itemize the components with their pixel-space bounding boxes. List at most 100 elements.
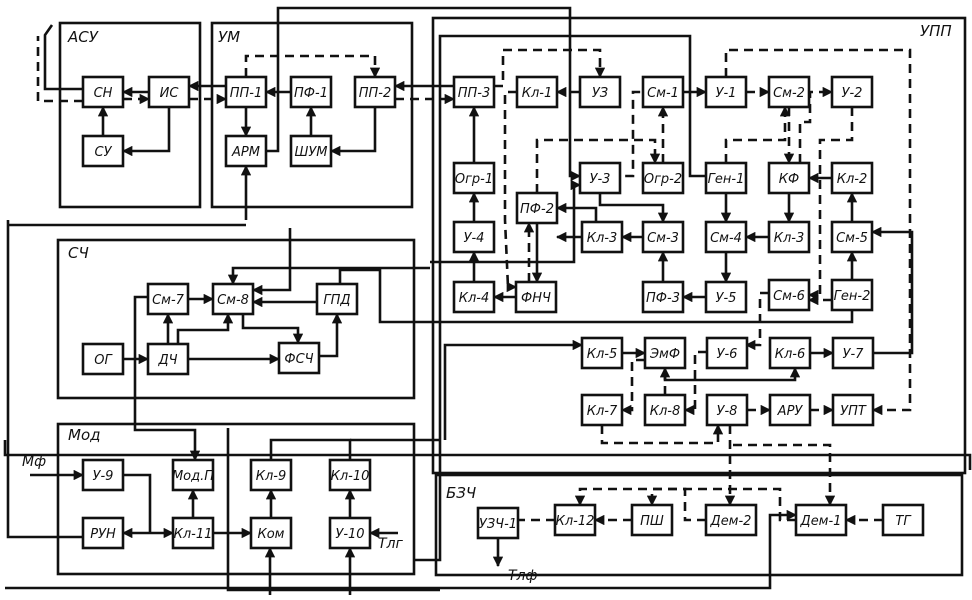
block-kl5: Кл-5 [580,336,624,370]
block-label-sn: СН [94,86,113,101]
block-label-u6: У-6 [717,347,738,362]
block-u10: У-10 [328,516,372,550]
block-label-gen2: Ген-2 [834,289,871,304]
block-kl1: Кл-1 [515,75,559,109]
dashed-connection-line [646,487,706,522]
block-label-sm1: См-1 [647,86,679,101]
dashed-connection-line [244,54,381,79]
signal-label-mf: Мф [22,454,46,470]
group-label-asu: АСУ [67,28,99,46]
block-label-fsch: ФСЧ [284,352,313,367]
block-pf1: ПФ-1 [289,75,333,109]
block-pp3: ПП-3 [452,75,496,109]
group-label-upp: УПП [920,22,952,40]
block-kl4: Кл-4 [452,280,496,314]
dashed-connection-line [494,48,606,88]
dashed-connection-line [574,487,796,522]
block-kl3a: Кл-3 [580,220,624,254]
block-label-sm8: См-8 [217,293,249,308]
group-sch [56,238,416,400]
block-label-u8: У-8 [717,404,738,419]
block-shum: ШУМ [289,134,333,168]
group-label-bzch: БЗЧ [446,484,476,502]
block-label-pf3: ПФ-3 [646,291,680,306]
block-label-sm4: См-4 [710,231,742,246]
dashed-connection-line [724,105,791,163]
block-label-kl3a: Кл-3 [587,231,618,246]
group-label-sch: СЧ [68,244,89,262]
group-mod [56,422,416,576]
block-label-kl6: Кл-6 [775,347,806,362]
block-u5: У-5 [704,280,748,314]
block-label-kl1: Кл-1 [522,86,553,101]
block-label-pp2: ПП-2 [359,86,392,101]
block-label-kl2: Кл-2 [837,172,868,187]
block-sm5: См-5 [830,220,874,254]
connection-line [430,179,582,264]
block-aru: АРУ [768,393,812,427]
block-label-gen1: Ген-1 [708,172,745,187]
block-uz: УЗ [578,75,622,109]
connection-line [319,312,343,358]
block-label-psh: ПШ [640,514,664,529]
dashed-connection-line [807,107,854,301]
block-label-pf2: ПФ-2 [520,202,554,217]
connection-line [6,220,83,539]
block-u2: У-2 [830,75,874,109]
block-dem2: Дем-2 [704,503,758,537]
block-label-pp3: ПП-3 [458,86,491,101]
block-label-arm: АРМ [231,145,260,160]
block-label-pf1: ПФ-1 [294,86,328,101]
connection-line [338,268,854,324]
block-label-pp1: ПП-1 [230,86,263,101]
block-label-kl5: Кл-5 [587,347,618,362]
dashed-connection-line [733,443,836,507]
block-label-kl3b: Кл-3 [774,231,805,246]
dashed-connection-line [744,291,769,351]
connection-line [226,428,440,592]
connection-line [43,24,83,91]
block-psh: ПШ [630,503,674,537]
block-run: РУН [81,516,125,550]
signal-label-tlg: Тлг [378,536,404,552]
block-kl3b: Кл-3 [767,220,811,254]
dashed-connection-line [724,48,912,416]
block-fnch: ФНЧ [514,280,558,314]
block-label-modp: Мод.П [172,469,214,484]
connection-line [443,339,584,440]
block-kom: Ком [249,516,293,550]
block-label-sm3: См-3 [647,231,679,246]
block-label-su: СУ [95,145,113,160]
block-label-dch: ДЧ [157,353,177,368]
block-kl6: Кл-6 [768,336,812,370]
block-label-tg: ТГ [895,514,912,529]
block-u7: У-7 [831,336,875,370]
block-pp1: ПП-1 [224,75,268,109]
block-label-u10: У-10 [335,527,364,542]
connection-line [121,107,171,157]
block-sm1: См-1 [641,75,685,109]
block-label-uzch1: УЗЧ-1 [479,517,517,532]
block-upt: УПТ [831,393,875,427]
block-u8: У-8 [705,393,749,427]
block-gpd: ГПД [315,282,359,316]
block-sm6: См-6 [767,278,811,312]
block-label-u3: У-3 [590,172,611,187]
block-ogr2: Огр-2 [641,161,685,195]
block-og: ОГ [81,342,125,376]
block-label-dem2: Дем-2 [710,514,752,529]
block-label-fnch: ФНЧ [521,291,551,306]
connection-line [663,366,801,382]
block-tg: ТГ [881,503,925,537]
block-pf3: ПФ-3 [641,280,685,314]
connection-line [269,438,352,460]
block-gen1: Ген-1 [704,161,748,195]
connection-line [266,6,582,182]
block-label-uz: УЗ [592,86,608,101]
block-modp: Мод.П [171,458,215,492]
block-kl2: Кл-2 [830,161,874,195]
block-kl8: Кл-8 [643,393,687,427]
block-label-is: ИС [160,86,180,101]
connection-line [3,440,972,470]
